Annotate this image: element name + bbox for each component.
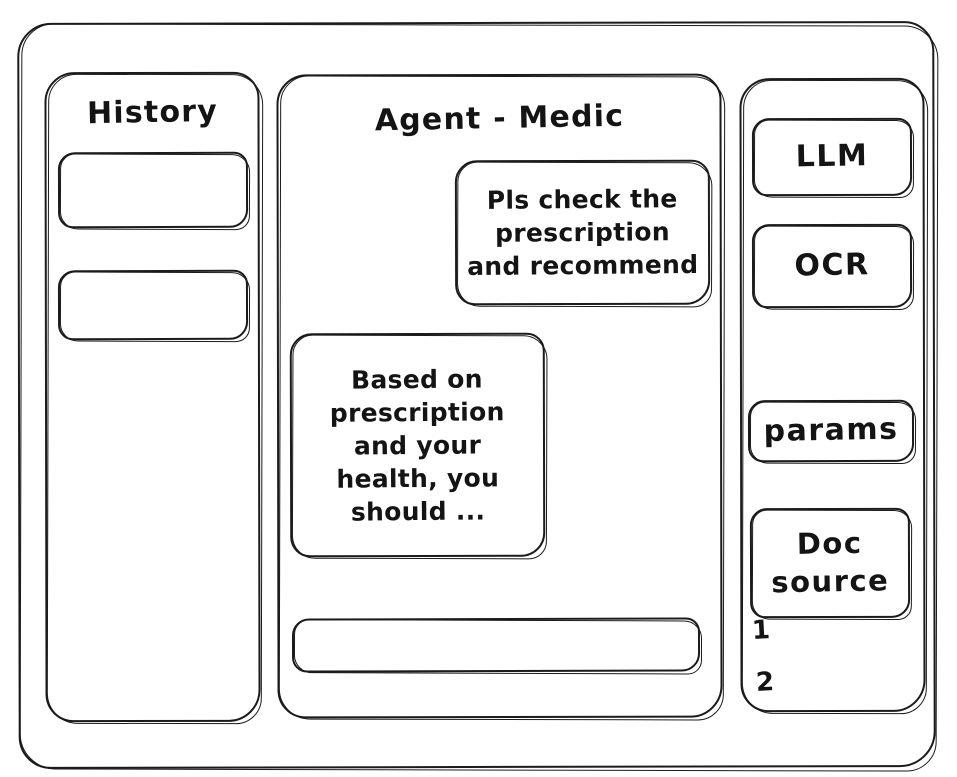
- doc-source-label-line-2: source: [771, 562, 890, 600]
- tool-button-params-label: params: [763, 411, 899, 449]
- assistant-message-text: Based on prescription and your health, y…: [289, 332, 546, 558]
- assistant-message-line-2: prescription: [329, 396, 505, 428]
- tool-button-llm-label: LLM: [795, 138, 869, 175]
- doc-source-label: Doc source: [749, 524, 910, 602]
- history-list-item-1[interactable]: [58, 152, 248, 228]
- assistant-message-line-1: Based on: [350, 363, 483, 395]
- assistant-message-line-5: should ...: [350, 495, 486, 527]
- doc-source-label-line-1: Doc: [796, 525, 863, 561]
- doc-source-button[interactable]: Doc source: [750, 508, 910, 618]
- message-input[interactable]: [292, 618, 700, 672]
- user-message-text: Pls check the prescription and recommend: [454, 159, 710, 306]
- history-list-item-2[interactable]: [58, 270, 248, 340]
- tool-button-llm[interactable]: LLM: [752, 118, 912, 196]
- assistant-message-line-3: and your: [353, 429, 482, 461]
- tool-button-params[interactable]: params: [748, 400, 914, 462]
- assistant-message-line-4: health, you: [336, 462, 500, 494]
- tool-button-ocr-label: OCR: [794, 247, 870, 284]
- user-message-line-1: Pls check the: [486, 184, 678, 215]
- doc-source-item-1[interactable]: 1: [751, 615, 772, 647]
- doc-source-item-2[interactable]: 2: [755, 667, 776, 699]
- tool-button-ocr[interactable]: OCR: [752, 224, 912, 308]
- user-message-line-3: and recommend: [467, 249, 699, 282]
- user-message-line-2: prescription: [494, 217, 671, 248]
- history-panel-title: History: [86, 93, 219, 132]
